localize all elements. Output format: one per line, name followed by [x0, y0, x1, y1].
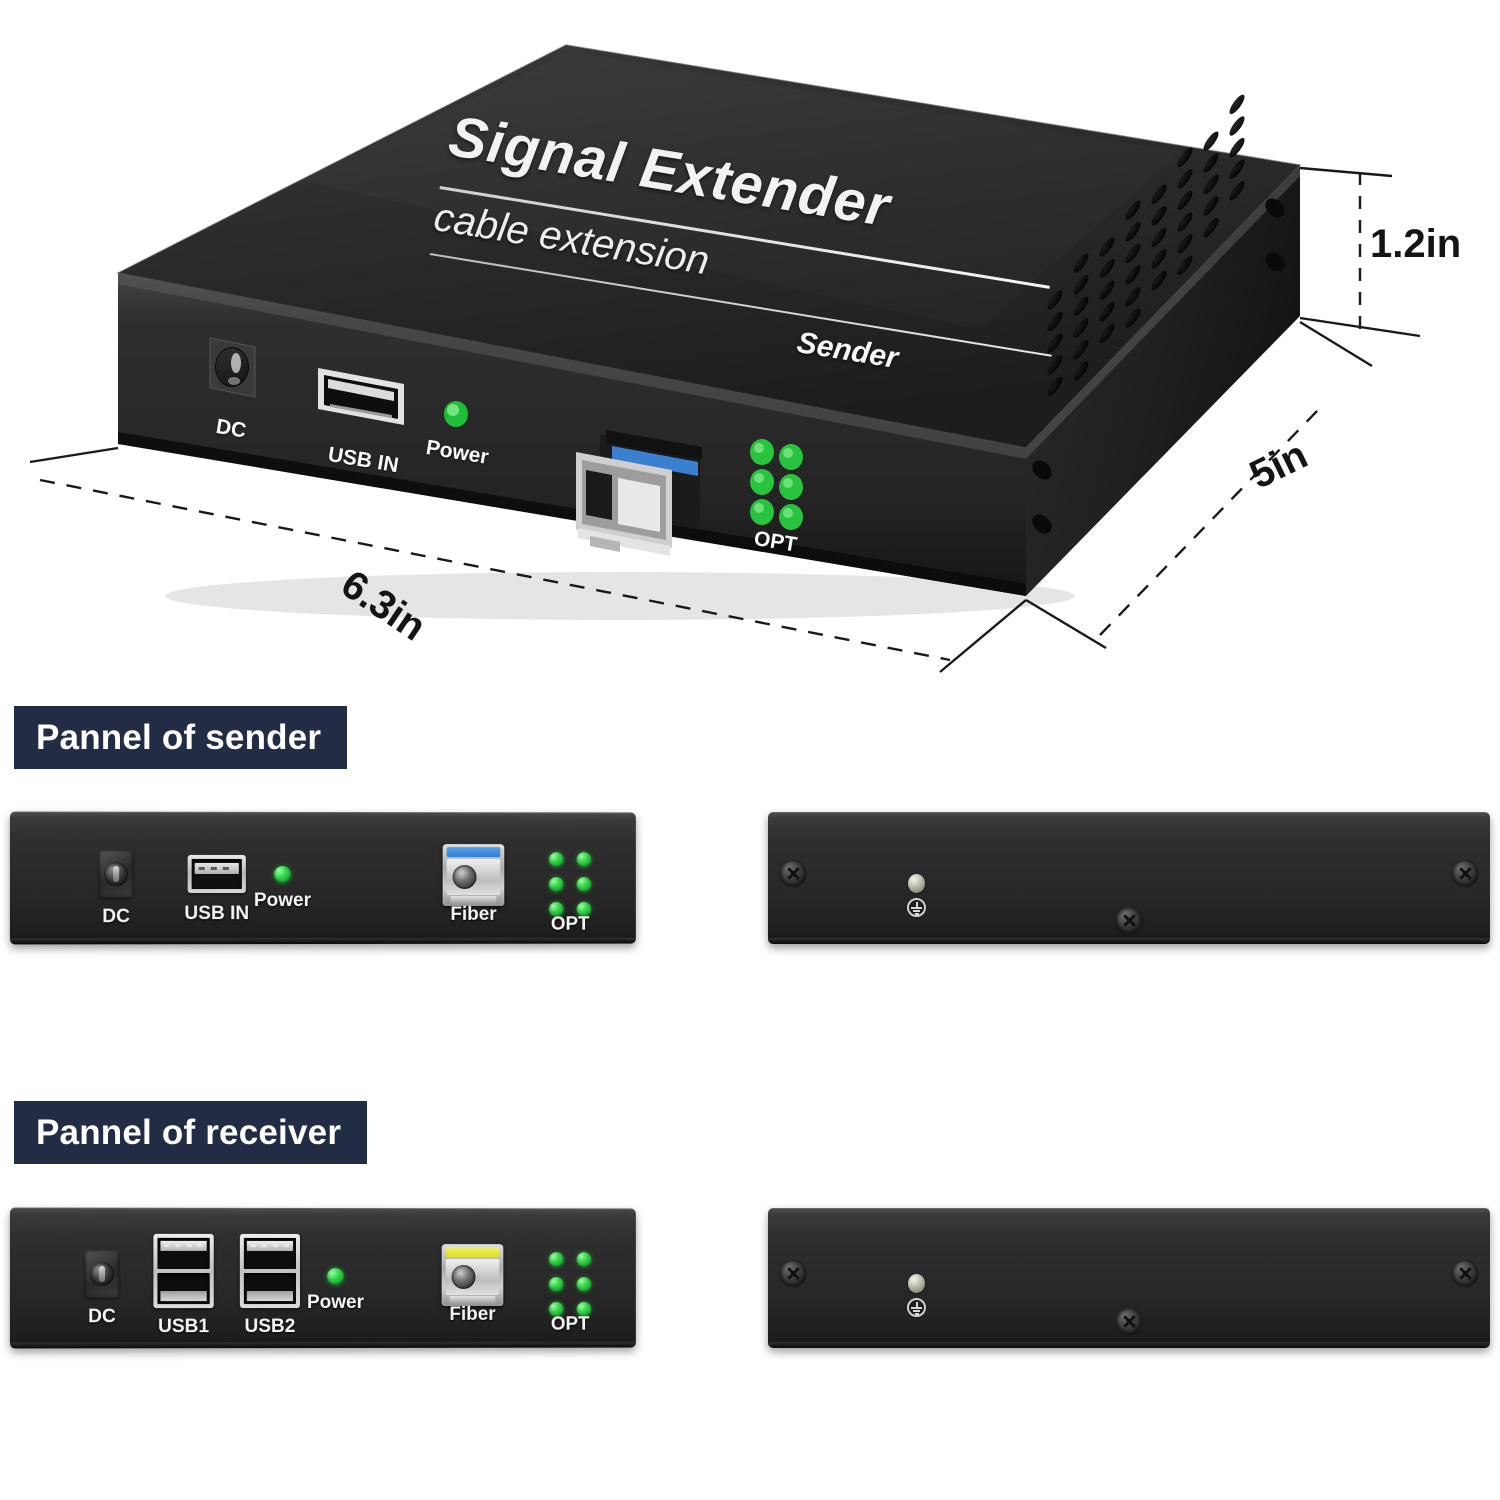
- sender-fiber-port[interactable]: Fiber: [442, 844, 505, 925]
- banner-receiver: Pannel of receiver: [14, 1101, 368, 1164]
- power-led-icon: [273, 865, 291, 884]
- sender-front-panel: DC USB IN Power Fiber OPT: [9, 811, 636, 945]
- sender-rear-panel: [768, 812, 1490, 944]
- sender-dc-label: DC: [102, 906, 130, 928]
- dimension-leaders: [29, 166, 1421, 673]
- earth-ground-icon: [907, 898, 926, 917]
- ground-screw: [908, 874, 925, 893]
- receiver-opt-label: OPT: [550, 1313, 590, 1335]
- hero-3d-unit: Signal Extender cable extension Sender D…: [0, 0, 1500, 690]
- receiver-dc-port[interactable]: DC: [84, 1249, 120, 1327]
- rear-screw-left: [780, 860, 806, 886]
- sfp-module-icon: [441, 1244, 504, 1306]
- hero-usb-in: [318, 368, 404, 425]
- sender-power-led: Power: [254, 865, 311, 911]
- usb-a-dual-icon: [153, 1233, 214, 1309]
- hero-opt-leds: [750, 439, 803, 530]
- rear-screw-right: [1452, 860, 1478, 886]
- opt-led-grid-icon: [548, 852, 592, 917]
- receiver-usb2-port[interactable]: USB2: [239, 1233, 300, 1337]
- banner-sender: Pannel of sender: [14, 706, 348, 769]
- sfp-module-icon: [442, 844, 505, 906]
- receiver-rear-panel: [768, 1208, 1490, 1348]
- receiver-opt-leds: OPT: [548, 1252, 592, 1335]
- receiver-power-label: Power: [306, 1291, 364, 1314]
- receiver-dc-label: DC: [88, 1306, 116, 1328]
- banner-sender-label: Pannel of sender: [36, 717, 322, 757]
- receiver-usb2-label: USB2: [244, 1316, 296, 1338]
- usb-a-icon: [187, 854, 246, 894]
- sender-opt-label: OPT: [550, 913, 590, 935]
- rear-screw-bottom: [1116, 1308, 1142, 1334]
- ventilation-holes: [1047, 94, 1245, 397]
- sender-usb-in-port[interactable]: USB IN: [184, 854, 249, 924]
- sender-usb-in-label: USB IN: [184, 903, 250, 925]
- dc-jack-icon: [84, 1249, 120, 1299]
- banner-receiver-label: Pannel of receiver: [36, 1112, 342, 1152]
- dimension-height-label: 1.2in: [1370, 222, 1462, 266]
- receiver-fiber-port[interactable]: Fiber: [441, 1244, 504, 1325]
- receiver-front-panel: DC USB1 USB2 Power F: [9, 1207, 636, 1349]
- sender-power-label: Power: [253, 890, 312, 912]
- receiver-fiber-label: Fiber: [449, 1303, 496, 1325]
- rear-screw-right: [1452, 1260, 1478, 1286]
- receiver-power-led: Power: [307, 1268, 364, 1313]
- rear-screw-bottom: [1116, 907, 1142, 933]
- chassis-side-face: [1026, 165, 1300, 596]
- hero-fiber-module: [576, 430, 702, 556]
- sender-dc-port[interactable]: DC: [98, 849, 134, 927]
- hero-label-dc: DC: [214, 415, 248, 443]
- earth-ground-icon: [907, 1298, 926, 1317]
- usb-a-dual-icon: [239, 1233, 300, 1309]
- ground-screw: [908, 1274, 925, 1293]
- sender-fiber-label: Fiber: [450, 903, 497, 925]
- opt-led-grid-icon: [548, 1252, 592, 1317]
- power-led-icon: [326, 1268, 344, 1285]
- hero-3d-illustration: [29, 44, 1421, 673]
- hero-dc-jack: [209, 337, 256, 398]
- receiver-usb1-port[interactable]: USB1: [153, 1233, 214, 1337]
- rear-screw-left: [780, 1260, 806, 1286]
- dc-jack-icon: [98, 849, 134, 899]
- side-screw-holes: [1032, 198, 1285, 534]
- sender-opt-leds: OPT: [548, 852, 592, 935]
- hero-power-led: [444, 401, 468, 427]
- receiver-usb1-label: USB1: [158, 1316, 210, 1338]
